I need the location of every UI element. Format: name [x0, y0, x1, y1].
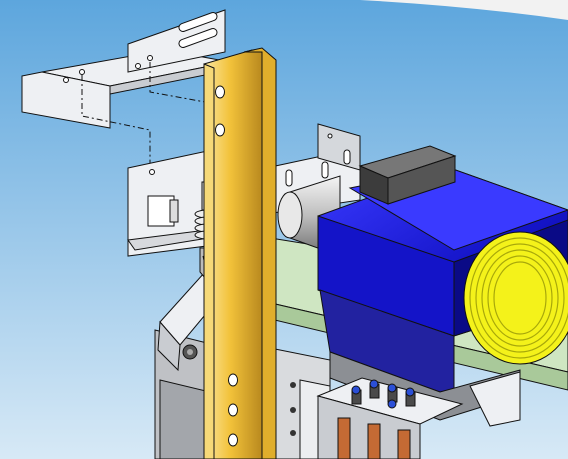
terminal-posts [351, 379, 416, 409]
rail-holes [215, 85, 238, 447]
viewport-frame-corner [360, 0, 568, 20]
copper-bars [337, 417, 411, 459]
motor-foot[interactable] [329, 351, 521, 427]
explode-lines [81, 62, 217, 170]
vertical-rail[interactable] [203, 47, 277, 459]
terminal-block[interactable] [316, 377, 464, 459]
fan-cover[interactable] [463, 231, 568, 365]
motor-terminal-box[interactable] [358, 145, 457, 205]
top-bracket[interactable] [21, 9, 231, 129]
fan-cover-ribs [469, 237, 568, 359]
